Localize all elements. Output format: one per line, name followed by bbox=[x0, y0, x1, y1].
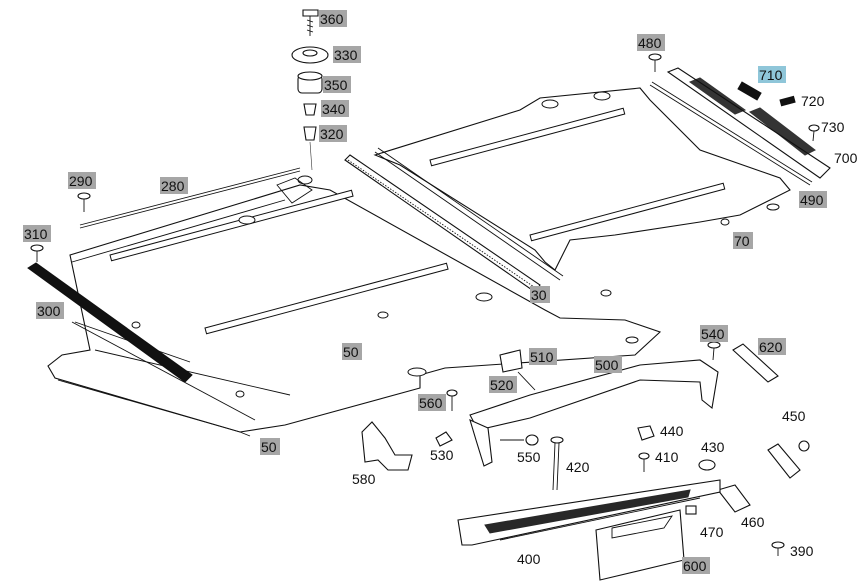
label-710: 710 bbox=[759, 67, 783, 83]
label-700: 700 bbox=[834, 150, 858, 166]
trim-strip-300 bbox=[27, 262, 256, 421]
label-540: 540 bbox=[701, 326, 725, 342]
bracket-460 bbox=[717, 484, 751, 513]
label-70: 70 bbox=[734, 233, 750, 249]
label-310: 310 bbox=[24, 226, 48, 242]
clip-530 bbox=[435, 431, 453, 447]
bolt-550 bbox=[500, 434, 539, 446]
label-50-upper: 50 bbox=[343, 344, 359, 360]
strip-620 bbox=[732, 343, 779, 383]
seal-strip-30 bbox=[344, 154, 541, 293]
label-410: 410 bbox=[655, 449, 679, 465]
label-450: 450 bbox=[782, 408, 806, 424]
fastener-stack bbox=[291, 9, 329, 171]
label-330: 330 bbox=[334, 47, 358, 63]
bolt-420 bbox=[550, 436, 564, 491]
label-340: 340 bbox=[322, 101, 346, 117]
floor-panel-70 bbox=[373, 87, 791, 271]
label-470: 470 bbox=[700, 524, 724, 540]
bolt-410 bbox=[638, 452, 650, 472]
label-360: 360 bbox=[320, 11, 344, 27]
callout-labels: 360 330 350 340 320 480 710 720 730 700 … bbox=[23, 10, 858, 574]
label-550: 550 bbox=[517, 449, 541, 465]
rear-trim-700 bbox=[649, 67, 831, 186]
label-440: 440 bbox=[660, 423, 684, 439]
label-420: 420 bbox=[566, 459, 590, 475]
trim-strip-280 bbox=[79, 167, 301, 229]
label-620: 620 bbox=[759, 339, 783, 355]
edge-strip-30b bbox=[374, 147, 564, 281]
tray-400 bbox=[457, 479, 721, 546]
screw-560 bbox=[446, 389, 458, 411]
label-560: 560 bbox=[419, 395, 443, 411]
label-600: 600 bbox=[683, 558, 707, 574]
screw-290 bbox=[77, 192, 91, 212]
hinge-580 bbox=[361, 421, 413, 471]
clip-710 bbox=[737, 81, 762, 101]
screw-480 bbox=[648, 53, 662, 72]
label-580: 580 bbox=[352, 471, 376, 487]
screw-310 bbox=[30, 244, 44, 262]
latch-460-bracket bbox=[469, 419, 493, 467]
label-530: 530 bbox=[430, 447, 454, 463]
label-730: 730 bbox=[821, 119, 845, 135]
label-300: 300 bbox=[37, 303, 61, 319]
plug-430 bbox=[698, 459, 716, 471]
label-520: 520 bbox=[490, 377, 514, 393]
label-720: 720 bbox=[801, 93, 825, 109]
label-460: 460 bbox=[741, 514, 765, 530]
label-430: 430 bbox=[701, 439, 725, 455]
floor-panel-50 bbox=[47, 175, 662, 433]
handle-450 bbox=[767, 440, 810, 479]
label-290: 290 bbox=[69, 173, 93, 189]
nut-470 bbox=[685, 505, 697, 515]
screw-730 bbox=[808, 124, 820, 142]
screw-540 bbox=[707, 341, 721, 361]
screw-390 bbox=[771, 541, 785, 556]
label-350: 350 bbox=[324, 77, 348, 93]
label-280: 280 bbox=[161, 178, 185, 194]
cover-600 bbox=[595, 509, 685, 581]
label-30: 30 bbox=[531, 287, 547, 303]
label-490: 490 bbox=[800, 192, 824, 208]
label-320: 320 bbox=[320, 126, 344, 142]
clip-720 bbox=[779, 95, 796, 107]
label-510: 510 bbox=[530, 349, 554, 365]
label-500: 500 bbox=[595, 357, 619, 373]
nut-440 bbox=[637, 425, 655, 441]
label-400: 400 bbox=[517, 551, 541, 567]
label-390: 390 bbox=[790, 543, 814, 559]
label-50-lower: 50 bbox=[261, 439, 277, 455]
label-480: 480 bbox=[638, 35, 662, 51]
